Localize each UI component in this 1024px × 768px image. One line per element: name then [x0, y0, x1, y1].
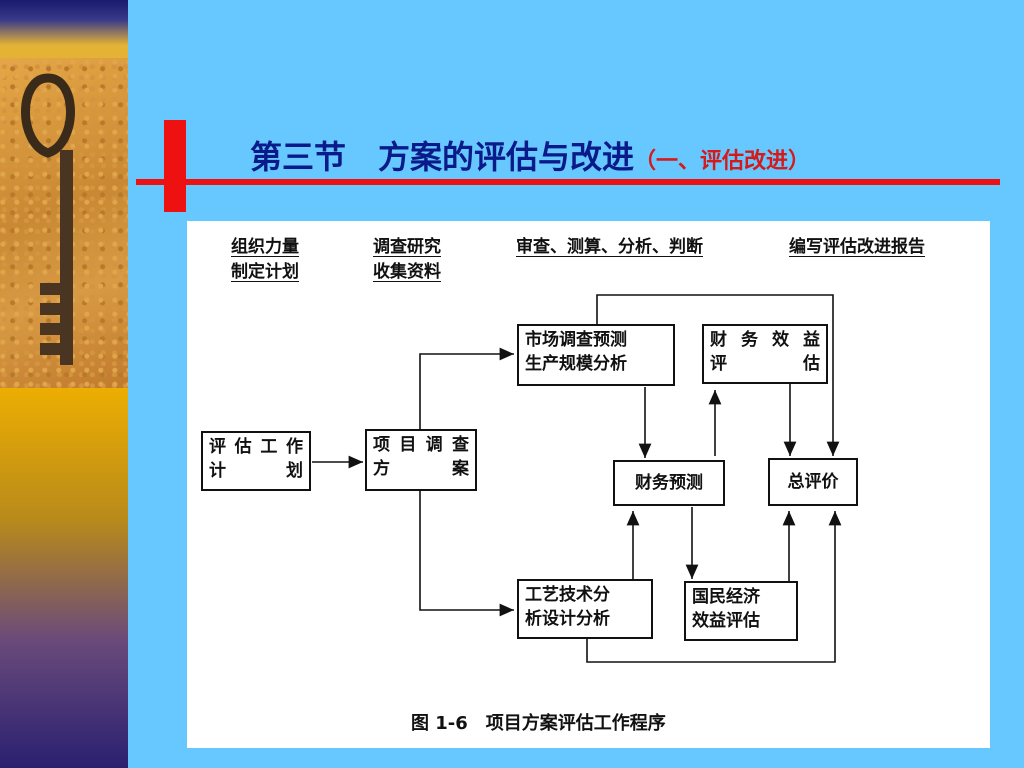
figure-caption: 图 1-6 项目方案评估工作程序: [411, 713, 666, 734]
arrow-tech-to-overall: [586, 511, 842, 663]
arrow-scheme-to-tech: [419, 490, 514, 617]
box-evaluation-plan: 评估工作 计 划: [201, 431, 311, 491]
box-financial-forecast: 财务预测: [613, 460, 725, 506]
title-underline: [136, 179, 1000, 185]
arrow-scheme-to-market: [419, 347, 514, 436]
header-report: 编写评估改进报告: [789, 237, 925, 257]
arrow-market-to-overall: [596, 294, 840, 456]
slide-title: 第三节 方案的评估与改进（一、评估改进）: [250, 132, 810, 178]
slide-title-sub: （一、评估改进）: [634, 149, 811, 174]
box-national-economy: 国民经济 效益评估: [684, 581, 798, 641]
box-financial-evaluation: 财务效益 评 估: [702, 324, 828, 384]
header-organize: 组织力量 制定计划: [231, 237, 299, 282]
box-project-scheme: 项目调查 方 案: [365, 429, 477, 491]
key-icon: [21, 73, 75, 365]
key-photo: [0, 58, 128, 388]
box-overall-evaluation: 总评价: [768, 458, 858, 506]
title-accent-bar: [164, 120, 186, 212]
box-market-survey: 市场调查预测 生产规模分析: [517, 324, 675, 386]
flowchart-figure: 组织力量 制定计划 调查研究 收集资料 审查、测算、分析、判断 编写评估改进报告…: [187, 221, 990, 748]
flowchart-connectors: [312, 294, 842, 663]
header-review: 审查、测算、分析、判断: [516, 237, 703, 257]
slide-title-main: 第三节 方案的评估与改进: [250, 138, 635, 176]
header-research: 调查研究 收集资料: [373, 237, 441, 282]
box-process-tech-analysis: 工艺技术分 析设计分析: [517, 579, 653, 639]
